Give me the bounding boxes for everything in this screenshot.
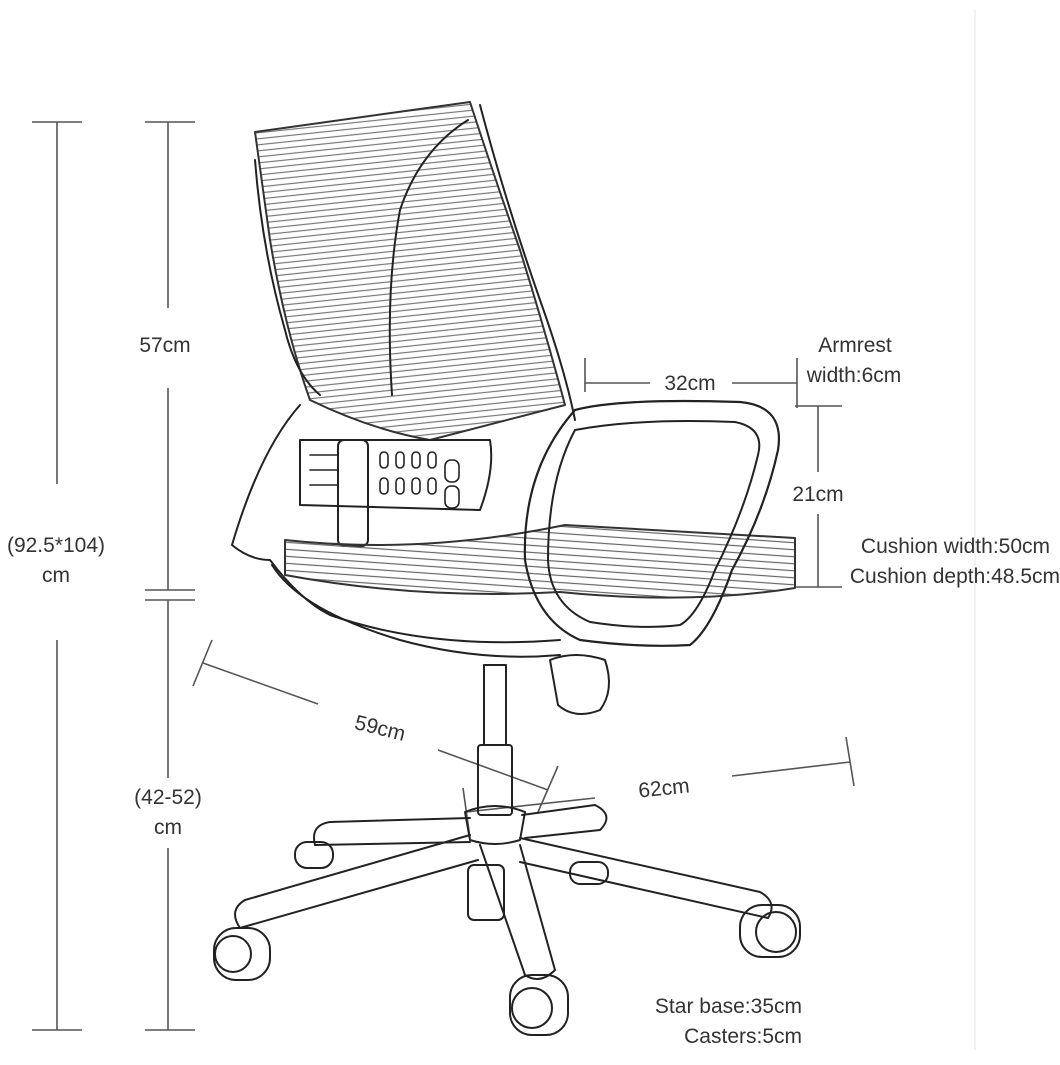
armrest-span-label: 32cm [664,372,716,395]
caster-back-center [467,864,505,921]
caster-front [509,974,569,1036]
star-leg-right-front [519,837,773,919]
casters-label: Casters:5cm [684,1025,802,1048]
tilt-mechanism [549,654,610,715]
caster-left [213,927,271,981]
dimension-lines [32,121,855,1031]
armrest-width-label: width:6cm [806,364,902,387]
star-leg-left-front [234,834,479,929]
seat-shell-left [231,404,561,644]
seat-height-value-label: (42-52) [134,786,202,809]
backrest-frame-outer [479,104,576,421]
depth-end-tick-right [537,765,559,813]
seat-shell-bottom [271,564,561,658]
star-leg-right-back [521,804,608,839]
armrest-inner [547,420,761,628]
star-base-hub [464,805,526,845]
depth-end-tick-left [192,639,213,687]
caster-back-left [294,841,334,869]
lumbar-support [299,439,493,511]
backrest-mesh [254,101,566,441]
seat-height-unit-label: cm [154,816,182,839]
cushion-depth-label: Cushion depth:48.5cm [849,565,1060,588]
total-height-unit-label: cm [42,564,70,587]
depth-line-right [437,749,549,791]
armrest-loop [523,399,781,647]
star-leg-left-back [313,817,471,846]
star-base-label: Star base:35cm [654,995,802,1018]
gas-sleeve [477,744,513,816]
back-height-label: 57cm [139,334,191,357]
seat-cushion [284,524,796,599]
chair-drawing [213,101,801,1036]
width-line-right [731,761,851,777]
lumbar-slots [379,451,460,509]
backrest-frame-inner [388,119,469,396]
width-end-tick-right [845,736,855,787]
backrest-left-edge [254,159,321,396]
width-line-left [465,797,596,813]
lumbar-bracket [337,439,369,547]
caster-back-right [569,861,609,885]
lumbar-ribs [309,454,339,486]
depth-line-left [202,662,319,705]
cushion-width-label: Cushion width:50cm [860,535,1050,558]
caster-right [739,904,801,958]
armrest-title-label: Armrest [818,334,892,357]
total-height-value-label: (92.5*104) [6,534,106,557]
gas-cylinder [483,664,507,746]
armrest-height-label: 21cm [792,483,844,506]
